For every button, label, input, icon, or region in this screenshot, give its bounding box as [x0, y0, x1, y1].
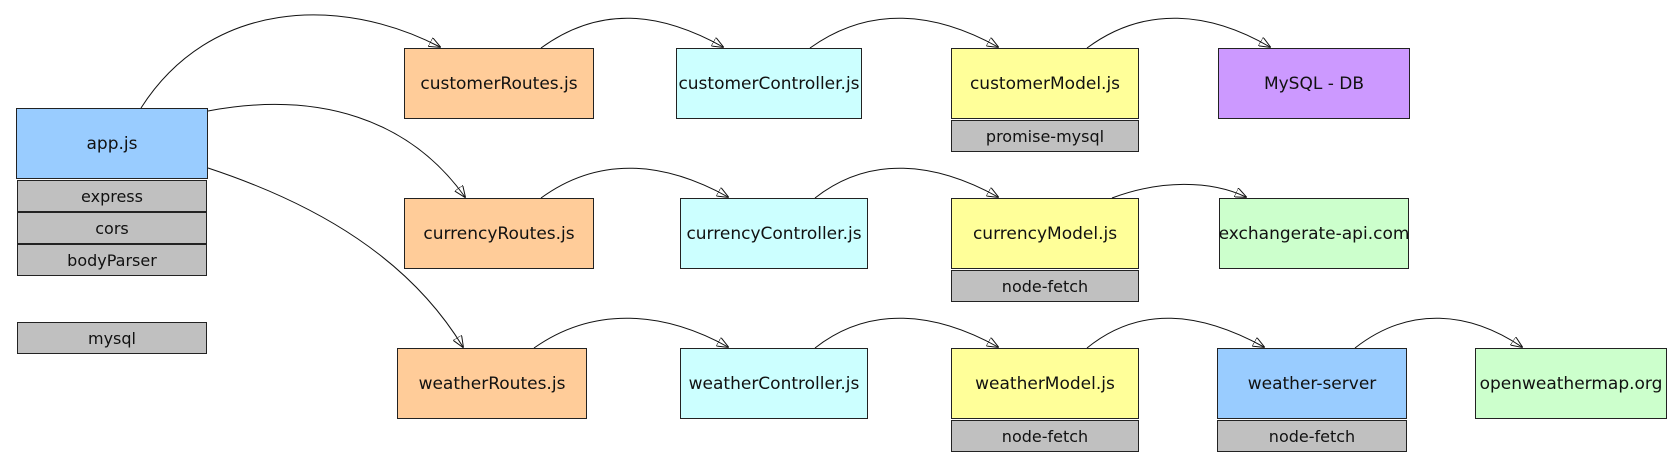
- currency-model-dep: node-fetch: [951, 270, 1139, 302]
- mysql-dep-label: mysql: [88, 328, 136, 348]
- weather-server-label: weather-server: [1247, 373, 1377, 394]
- app-dep-label: express: [81, 186, 143, 206]
- weather-routes-label: weatherRoutes.js: [418, 373, 566, 394]
- exchangerate-api-label: exchangerate-api.com: [1218, 223, 1410, 244]
- customer-routes-label: customerRoutes.js: [420, 73, 578, 94]
- customer-model-label: customerModel.js: [969, 73, 1121, 94]
- arrow-weather-model-to-server: [1086, 317, 1264, 349]
- app-dep-cors: cors: [17, 212, 207, 244]
- exchangerate-api-node: exchangerate-api.com: [1219, 198, 1409, 269]
- arrow-app-to-customer-routes: [140, 14, 440, 109]
- currency-model-label: currencyModel.js: [972, 223, 1118, 244]
- weather-model-node: weatherModel.js: [951, 348, 1139, 419]
- arrow-weather-server-to-openweathermap: [1354, 317, 1522, 349]
- weather-controller-label: weatherController.js: [688, 373, 860, 394]
- currency-routes-label: currencyRoutes.js: [423, 223, 575, 244]
- arrow-currency-model-to-api: [1111, 183, 1246, 199]
- arrow-weather-controller-to-model: [814, 317, 998, 349]
- customer-model-dep: promise-mysql: [951, 120, 1139, 152]
- weather-server-dep-label: node-fetch: [1268, 426, 1356, 446]
- customer-controller-label: customerController.js: [678, 73, 860, 94]
- mysql-db-node: MySQL - DB: [1218, 48, 1410, 119]
- arrow-weather-routes-to-controller: [533, 317, 728, 349]
- arrow-currency-controller-to-model: [814, 167, 998, 199]
- currency-controller-label: currencyController.js: [686, 223, 862, 244]
- arrow-customer-model-to-db: [1086, 17, 1270, 49]
- app-dep-express: express: [17, 180, 207, 212]
- weather-routes-node: weatherRoutes.js: [397, 348, 587, 419]
- mysql-dep: mysql: [17, 322, 207, 354]
- openweathermap-label: openweathermap.org: [1479, 373, 1663, 394]
- currency-controller-node: currencyController.js: [680, 198, 868, 269]
- app-label: app.js: [86, 133, 138, 154]
- weather-model-dep-label: node-fetch: [1001, 426, 1089, 446]
- arrow-customer-controller-to-model: [809, 17, 998, 49]
- app-dep-bodyparser: bodyParser: [17, 244, 207, 276]
- currency-model-dep-label: node-fetch: [1001, 276, 1089, 296]
- openweathermap-node: openweathermap.org: [1475, 348, 1667, 419]
- customer-model-node: customerModel.js: [951, 48, 1139, 119]
- weather-controller-node: weatherController.js: [680, 348, 868, 419]
- customer-routes-node: customerRoutes.js: [404, 48, 594, 119]
- weather-server-node: weather-server: [1217, 348, 1407, 419]
- currency-model-node: currencyModel.js: [951, 198, 1139, 269]
- weather-server-dep: node-fetch: [1217, 420, 1407, 452]
- arrow-customer-routes-to-controller: [540, 17, 723, 49]
- customer-model-dep-label: promise-mysql: [985, 126, 1105, 146]
- app-node: app.js: [16, 108, 208, 179]
- app-dep-label: cors: [95, 218, 129, 238]
- customer-controller-node: customerController.js: [676, 48, 862, 119]
- currency-routes-node: currencyRoutes.js: [404, 198, 594, 269]
- arrow-currency-routes-to-controller: [540, 167, 728, 199]
- weather-model-dep: node-fetch: [951, 420, 1139, 452]
- mysql-db-label: MySQL - DB: [1263, 73, 1365, 94]
- weather-model-label: weatherModel.js: [975, 373, 1115, 394]
- app-dep-label: bodyParser: [67, 250, 157, 270]
